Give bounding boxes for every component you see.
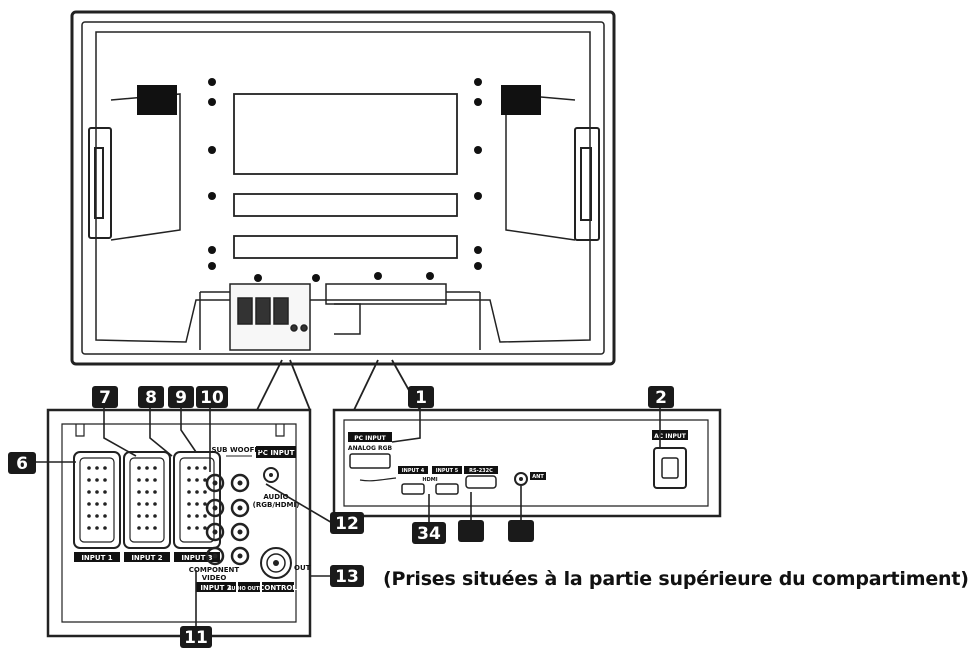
callout-9-badge bbox=[168, 386, 194, 408]
left-top-pad bbox=[137, 85, 177, 115]
label-input-4: INPUT 4 bbox=[402, 468, 425, 474]
label-ant: ANT bbox=[532, 474, 544, 480]
callout-13: 13 bbox=[335, 567, 359, 587]
label-hdmi: HDMI bbox=[422, 477, 437, 483]
callout-10: 10 bbox=[200, 388, 224, 408]
label-analog-rgb: ANALOG RGB bbox=[348, 445, 393, 452]
label-sub-woofer: SUB WOOFER bbox=[211, 446, 265, 454]
label-out: OUT bbox=[294, 564, 311, 572]
callout-1: 1 bbox=[415, 388, 427, 408]
callout-blank-a-badge bbox=[458, 520, 484, 542]
sub-woofer-label: SUB WOOFER bbox=[211, 446, 265, 457]
vga-port: PC INPUT ANALOG RGB bbox=[348, 432, 393, 469]
callout-13-badge bbox=[330, 565, 364, 587]
caption-text: (Prises situées à la partie supérieure d… bbox=[383, 568, 969, 590]
rca-jacks bbox=[205, 473, 250, 566]
callout-8: 8 bbox=[145, 388, 157, 408]
tv-rear-body bbox=[70, 10, 616, 366]
callout-2: 2 bbox=[655, 388, 667, 408]
antenna-port: ANT bbox=[514, 472, 546, 486]
label-audio-rgb-sub: (RGB/HDMI) bbox=[253, 501, 300, 509]
vent-panels bbox=[233, 93, 458, 259]
label-video: VIDEO bbox=[202, 574, 227, 582]
callout-11-badge bbox=[180, 626, 212, 648]
callout-7-badge bbox=[92, 386, 118, 408]
label-control: CONTROL bbox=[259, 584, 297, 592]
label-input-2-group: INPUT 2 bbox=[200, 584, 231, 592]
leader-lines bbox=[34, 398, 661, 626]
callout-10-badge bbox=[196, 386, 228, 408]
right-top-pad bbox=[501, 85, 541, 115]
callout-1-badge bbox=[408, 386, 434, 408]
ac-input: AC INPUT bbox=[652, 430, 688, 489]
callout-11: 11 bbox=[184, 628, 208, 648]
label-pc-input: PC INPUT bbox=[354, 435, 386, 442]
label-audio-rgb: AUDIO bbox=[263, 493, 288, 501]
label-ac-in: AC INPUT bbox=[654, 433, 687, 440]
callout-34-badge bbox=[412, 522, 446, 544]
right-detail-panel bbox=[332, 359, 722, 518]
callout-2-badge bbox=[648, 386, 674, 408]
tv-connector-bay bbox=[199, 283, 481, 351]
scart-input-3 bbox=[173, 451, 221, 549]
pc-audio-jack: PC INPUT AUDIO (RGB/HDMI) bbox=[253, 446, 300, 509]
callout-blank-b-badge bbox=[508, 520, 534, 542]
bottom-group-labels: INPUT 2 COMPONENT VIDEO AUDIO OUTPUT CON… bbox=[189, 566, 297, 592]
callout-12-badge bbox=[330, 512, 364, 534]
label-pc-input-left: PC INPUT bbox=[258, 449, 295, 457]
callout-badges: 6 7 8 9 10 11 12 13 1 2 34 bbox=[8, 386, 674, 648]
callout-12: 12 bbox=[335, 514, 359, 534]
scart-input-2 bbox=[123, 451, 171, 549]
callout-6-badge bbox=[8, 452, 36, 474]
label-component: COMPONENT bbox=[189, 566, 240, 574]
callout-9: 9 bbox=[175, 388, 187, 408]
callout-8-badge bbox=[138, 386, 164, 408]
callout-34: 34 bbox=[417, 524, 441, 544]
right-handle bbox=[505, 93, 600, 241]
control-jack: OUT bbox=[260, 547, 311, 579]
label-input-2: INPUT 2 bbox=[131, 554, 162, 562]
hdmi-ports: INPUT 4 INPUT 5 HDMI bbox=[398, 466, 462, 495]
cable-hint bbox=[359, 477, 397, 482]
rs232c-port: RS-232C bbox=[464, 466, 498, 489]
label-rs232c: RS-232C bbox=[469, 468, 493, 474]
label-input-3: INPUT 3 bbox=[181, 554, 212, 562]
label-audio-output: AUDIO OUTPUT bbox=[228, 586, 271, 592]
label-input-1: INPUT 1 bbox=[81, 554, 112, 562]
callout-6: 6 bbox=[16, 454, 28, 474]
callout-7: 7 bbox=[99, 388, 111, 408]
left-handle bbox=[88, 93, 181, 241]
scart-label-bars: INPUT 1 INPUT 2 INPUT 3 bbox=[74, 552, 220, 562]
scart-input-1 bbox=[73, 451, 121, 549]
screw-holes bbox=[208, 78, 482, 282]
label-input-5: INPUT 5 bbox=[436, 468, 459, 474]
